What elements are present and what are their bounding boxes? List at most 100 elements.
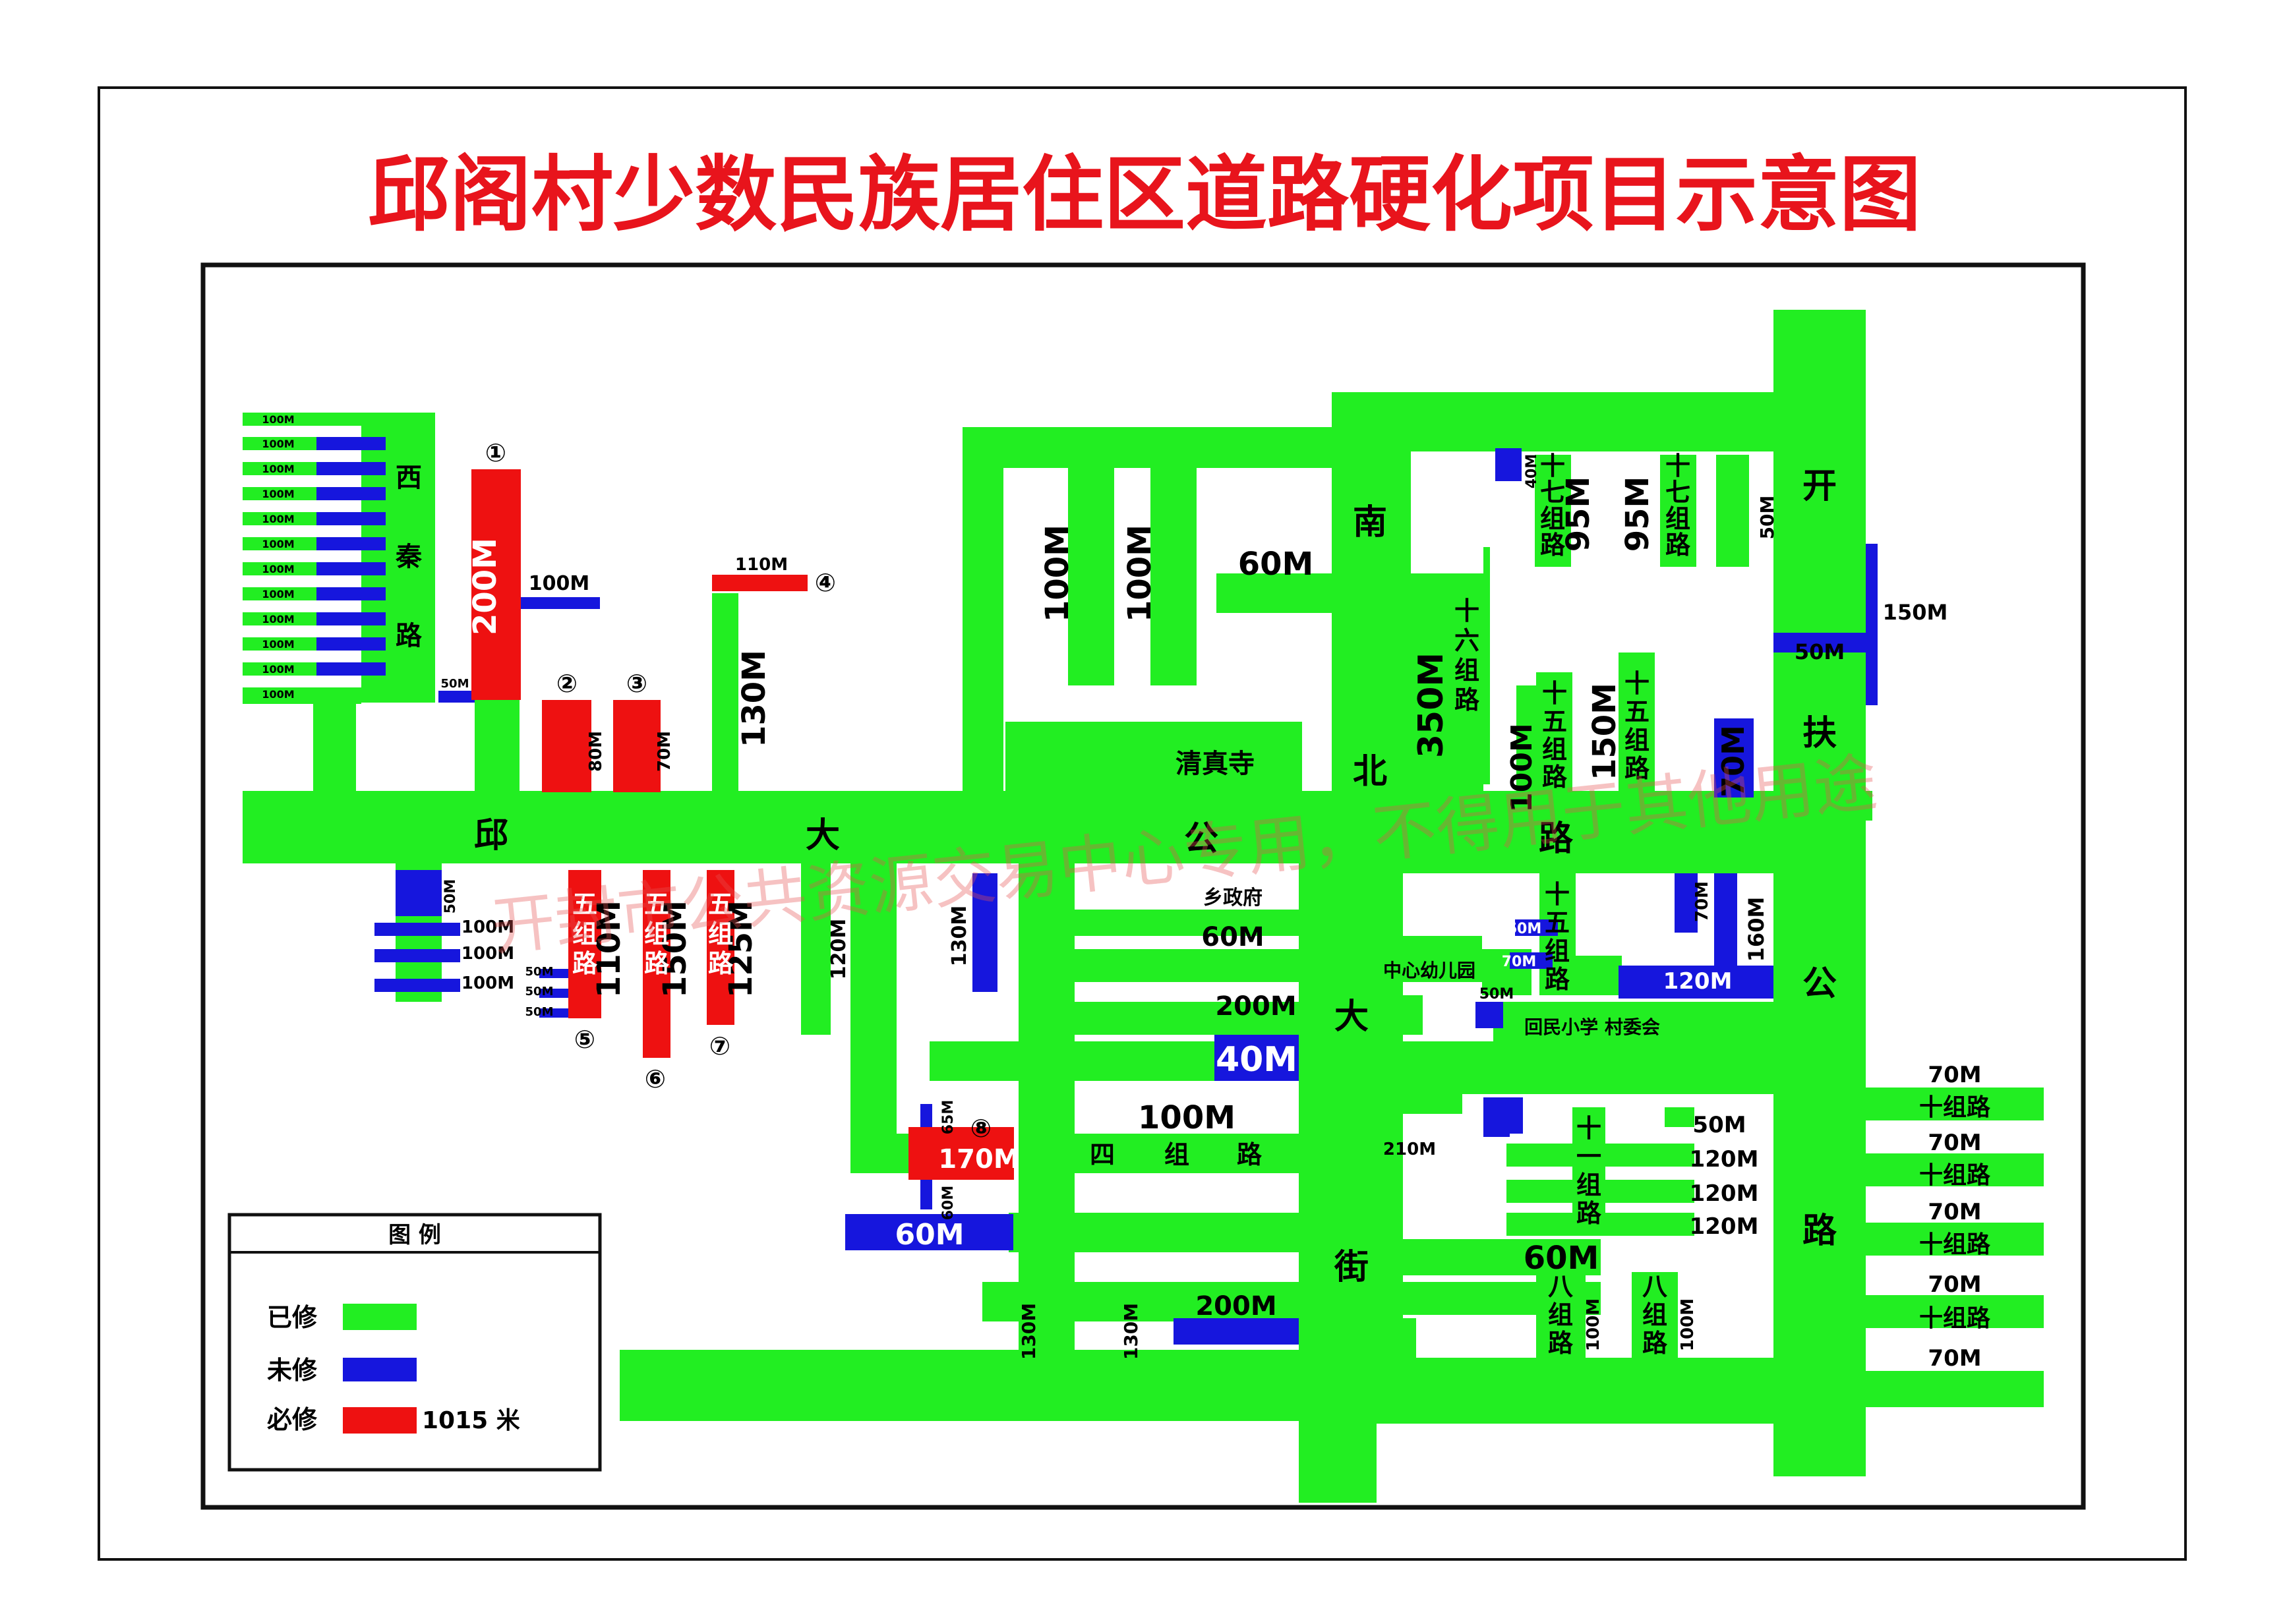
svg-text:200M: 200M [467, 538, 504, 635]
svg-text:100M: 100M [262, 563, 294, 575]
svg-text:十: 十 [1540, 451, 1565, 480]
svg-text:50M: 50M [525, 965, 554, 979]
svg-text:50M: 50M [1692, 1112, 1746, 1138]
svg-text:100M: 100M [1138, 1099, 1235, 1136]
svg-text:八: 八 [1642, 1272, 1668, 1301]
road-6 [643, 870, 670, 1058]
marker-2: ② [556, 669, 578, 698]
svg-text:五: 五 [1545, 908, 1570, 937]
svg-text:路: 路 [1542, 763, 1568, 792]
road-dajie [1299, 817, 1377, 1503]
svg-text:路: 路 [1540, 531, 1566, 560]
svg-text:125M: 125M [723, 900, 759, 998]
street-kaifu-3: 公 [1802, 964, 1837, 1004]
svg-text:100M: 100M [262, 413, 294, 426]
svg-text:100M: 100M [1121, 525, 1158, 622]
svg-text:八: 八 [1548, 1272, 1574, 1301]
svg-text:160M: 160M [1744, 897, 1769, 962]
svg-text:五: 五 [572, 890, 597, 919]
svg-text:95M: 95M [1619, 477, 1656, 552]
svg-text:十组路: 十组路 [1919, 1231, 1991, 1258]
svg-text:七: 七 [1540, 478, 1565, 507]
svg-text:60M: 60M [940, 1186, 957, 1221]
svg-text:70M: 70M [1928, 1199, 1981, 1225]
svg-text:110M: 110M [735, 555, 788, 575]
svg-text:60M: 60M [1524, 1240, 1599, 1277]
marker-7: ⑦ [709, 1031, 730, 1060]
svg-text:50M: 50M [1479, 986, 1514, 1002]
svg-text:路: 路 [1624, 754, 1650, 783]
svg-text:100M: 100M [1039, 525, 1076, 622]
svg-text:150M: 150M [1883, 600, 1948, 625]
svg-text:组: 组 [1642, 1300, 1667, 1329]
svg-text:70M: 70M [1502, 954, 1537, 970]
svg-text:五: 五 [1624, 697, 1650, 726]
map-title: 邱阁村少数民族居住区道路硬化项目示意图 [368, 147, 1921, 243]
svg-text:路: 路 [1454, 685, 1480, 714]
svg-text:七: 七 [1665, 478, 1690, 507]
landmark-mosque: 清真寺 [1175, 749, 1255, 779]
svg-text:110M: 110M [591, 900, 628, 998]
street-dajie-2: 街 [1334, 1248, 1369, 1287]
legend-required-value: 1015 米 [422, 1407, 520, 1434]
svg-text:50M: 50M [1756, 496, 1778, 540]
svg-text:组: 组 [1542, 735, 1567, 764]
svg-text:组: 组 [1576, 1171, 1601, 1200]
road-5 [568, 870, 601, 1018]
road-7 [707, 870, 734, 1025]
outer-frame [98, 86, 2187, 1561]
svg-text:95M: 95M [1560, 477, 1597, 552]
svg-text:80M: 80M [586, 731, 606, 772]
roads-unrepaired [374, 448, 1878, 1345]
svg-text:50M: 50M [441, 677, 469, 691]
svg-text:十组路: 十组路 [1919, 1305, 1991, 1332]
svg-text:100M: 100M [1505, 723, 1539, 813]
legend-unrepaired-swatch [343, 1358, 417, 1381]
svg-text:120M: 120M [1690, 1146, 1759, 1173]
svg-text:50M: 50M [525, 1005, 554, 1019]
svg-text:100M: 100M [262, 688, 294, 701]
svg-text:组: 组 [572, 919, 597, 948]
legend-title: 图 例 [388, 1222, 441, 1248]
svg-text:十: 十 [1454, 596, 1479, 625]
svg-text:100M: 100M [262, 488, 294, 500]
svg-text:路: 路 [1237, 1140, 1263, 1169]
road-2 [542, 700, 591, 792]
svg-text:65M: 65M [940, 1100, 957, 1135]
svg-text:120M: 120M [1690, 1180, 1759, 1207]
street-qiuda-1: 邱 [474, 816, 508, 856]
road-kaifu [1773, 310, 1866, 1476]
svg-text:60M: 60M [1201, 922, 1264, 952]
left-comb-labels: 100M 100M 100M 100M 100M 100M 100M 100M … [262, 413, 294, 701]
marker-4: ④ [815, 568, 836, 597]
svg-text:130M: 130M [948, 906, 971, 966]
street-xiqin-1: 西 [396, 463, 422, 493]
svg-text:70M: 70M [1692, 881, 1712, 922]
marker-1: ① [485, 438, 506, 467]
length-labels: 200M 100M 50M 80M 70M 110M 130M 50M 100M… [441, 454, 1982, 1372]
street-kaifu-2: 扶 [1802, 714, 1837, 753]
svg-text:120M: 120M [1690, 1213, 1759, 1240]
svg-text:路: 路 [1545, 965, 1570, 994]
street-xiqin-2: 秦 [396, 542, 422, 572]
street-nanbei-3: 公 [1184, 819, 1218, 859]
marker-5: ⑤ [574, 1025, 595, 1054]
street-xiqin-3: 路 [396, 621, 423, 651]
street-qiuda-2: 大 [806, 816, 840, 856]
legend-unrepaired-label: 未修 [267, 1356, 318, 1385]
svg-text:路: 路 [644, 949, 670, 978]
svg-text:50M: 50M [442, 879, 459, 914]
svg-text:60M: 60M [1238, 546, 1314, 583]
landmark-township: 乡政府 [1203, 886, 1263, 910]
legend: 图 例 已修 未修 必修 1015 米 [227, 1213, 602, 1472]
road-xiqin [361, 413, 435, 703]
svg-text:40M: 40M [1216, 1040, 1297, 1080]
marker-8: ⑧ [970, 1114, 992, 1143]
street-nanbei-4: 路 [1539, 819, 1574, 859]
legend-required-swatch [343, 1407, 417, 1434]
svg-text:组: 组 [1164, 1140, 1189, 1169]
legend-required-label: 必修 [267, 1405, 318, 1434]
svg-text:100M: 100M [262, 638, 294, 651]
svg-text:210M: 210M [1383, 1140, 1436, 1159]
